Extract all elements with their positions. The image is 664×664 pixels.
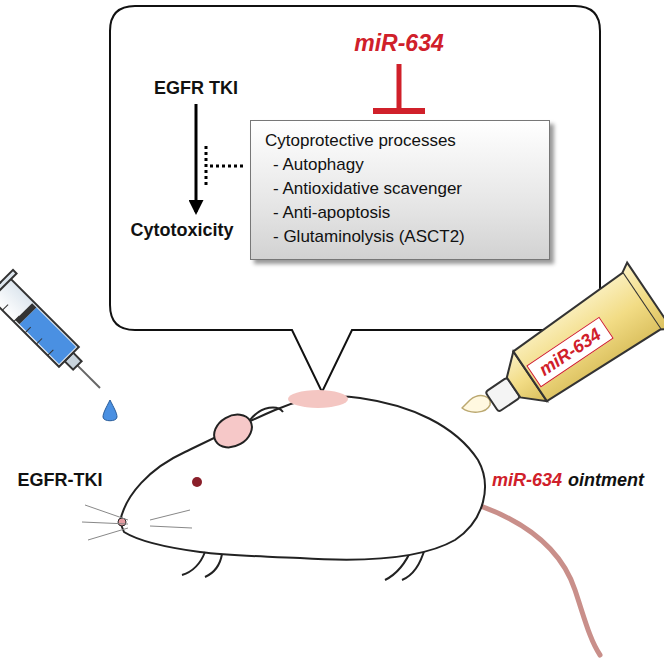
arrow xyxy=(195,104,198,212)
box-heading: Cytoprotective processes xyxy=(265,129,533,153)
list-item: - Autophagy xyxy=(273,153,533,177)
label: miR-634 xyxy=(492,470,562,491)
label: EGFR TKI xyxy=(154,78,238,99)
list-item: - Antioxidative scavenger xyxy=(273,177,533,201)
dotted-line xyxy=(210,165,246,168)
drop xyxy=(103,400,117,421)
label: EGFR-TKI xyxy=(18,470,103,491)
inhibition-bar xyxy=(373,108,425,114)
ointment-tube xyxy=(470,263,664,436)
syringe xyxy=(0,237,116,403)
process-box: Cytoprotective processes- Autophagy- Ant… xyxy=(250,120,550,260)
speech-bubble xyxy=(110,6,600,392)
list-item: - Glutaminolysis (ASCT2) xyxy=(273,225,533,249)
mouse xyxy=(82,390,600,655)
label: ointment xyxy=(568,470,644,491)
dotted-line xyxy=(205,146,208,186)
list-item: - Anti-apoptosis xyxy=(273,201,533,225)
label: miR-634 xyxy=(354,30,443,57)
inhibition-line xyxy=(397,64,402,110)
label: Cytotoxicity xyxy=(130,220,233,241)
